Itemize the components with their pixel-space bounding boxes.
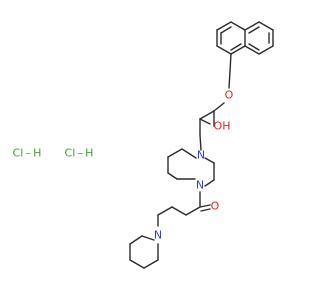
carbonyl-double-bond bbox=[200, 208, 211, 212]
bond bbox=[129, 235, 143, 245]
piperazine-nitrogen-bottom-label: N bbox=[196, 179, 204, 192]
bond bbox=[167, 148, 183, 158]
bond bbox=[204, 157, 215, 164]
molecule-canvas: O OH N N O N Cl – H Cl – H bbox=[12, 21, 274, 269]
double-bond-inner bbox=[230, 43, 242, 51]
bond bbox=[216, 21, 232, 31]
bond bbox=[230, 21, 246, 31]
hydrochloride-left-label: Cl – H bbox=[13, 147, 42, 160]
piperidine-ring bbox=[129, 235, 159, 269]
bond bbox=[141, 235, 155, 241]
piperazine-ring bbox=[167, 148, 215, 187]
bond bbox=[230, 45, 246, 55]
bond bbox=[181, 148, 197, 159]
oxygen-ether-label: O bbox=[225, 89, 234, 102]
naphthalene-ring-system bbox=[216, 21, 274, 55]
bond bbox=[204, 179, 215, 187]
carbonyl-oxygen-label: O bbox=[211, 200, 220, 213]
bond bbox=[199, 110, 215, 120]
hydrochloride-right-label: Cl – H bbox=[65, 147, 94, 160]
piperazine-nitrogen-top-label: N bbox=[197, 149, 205, 162]
bond bbox=[244, 21, 260, 31]
bond bbox=[143, 259, 159, 269]
double-bond-inner bbox=[220, 26, 232, 34]
bond bbox=[129, 259, 145, 269]
double-bond-inner bbox=[248, 26, 260, 34]
bond bbox=[258, 21, 274, 31]
bond bbox=[258, 45, 274, 55]
bond-ch-hydroxyl bbox=[199, 118, 211, 125]
bond bbox=[185, 206, 201, 216]
structure-drawing: O OH N N O N Cl – H Cl – H bbox=[13, 21, 274, 269]
piperidine-nitrogen-label: N bbox=[154, 229, 162, 242]
bond bbox=[171, 206, 187, 216]
carbonyl-double-bond bbox=[199, 204, 211, 208]
bond bbox=[216, 45, 232, 55]
hydroxyl-label: OH bbox=[214, 120, 231, 133]
bond bbox=[244, 45, 260, 55]
double-bond-inner bbox=[248, 43, 260, 51]
bond-oxygen-ch2 bbox=[213, 102, 225, 112]
bond bbox=[157, 206, 173, 216]
bond bbox=[167, 172, 178, 180]
bond bbox=[199, 134, 202, 151]
bond-naphthyl-oxygen bbox=[228, 53, 232, 89]
